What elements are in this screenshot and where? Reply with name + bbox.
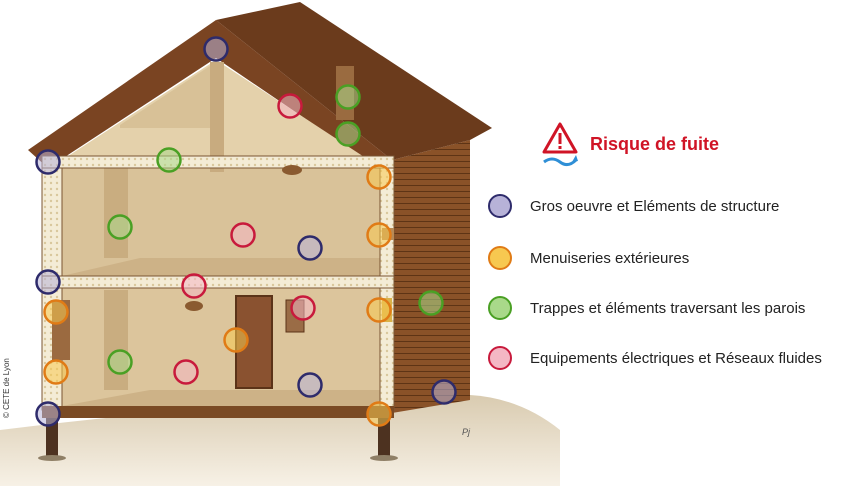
marker-trappes-upper-duct bbox=[107, 214, 133, 240]
marker-structure-left-base bbox=[35, 401, 61, 427]
marker-menuiseries-right-upper bbox=[366, 164, 392, 190]
marker-trappes-ground-duct bbox=[107, 349, 133, 375]
marker-menuiseries-left-window bbox=[43, 299, 69, 325]
attic-floor bbox=[41, 155, 395, 169]
left-post bbox=[46, 418, 58, 456]
marker-equip-attic-light bbox=[277, 93, 303, 119]
legend-dot-equipements bbox=[488, 346, 512, 370]
base-floor bbox=[42, 406, 394, 418]
left-post-base bbox=[38, 455, 66, 461]
chimney-flue bbox=[210, 62, 224, 172]
legend-label-equipements: Equipements électriques et Réseaux fluid… bbox=[530, 350, 822, 367]
upper-floor-surface bbox=[62, 258, 380, 276]
marker-trappes-chimney-roof bbox=[335, 121, 361, 147]
legend-item-trappes: Trappes et éléments traversant les paroi… bbox=[488, 294, 857, 326]
attic-back-wall bbox=[120, 62, 216, 128]
legend-dot-structure bbox=[488, 194, 512, 218]
marker-menuiseries-door bbox=[223, 327, 249, 353]
attic-lamp bbox=[282, 165, 302, 175]
marker-menuiseries-right-base bbox=[366, 401, 392, 427]
ground-floor-surface bbox=[62, 390, 380, 406]
marker-trappes-chimney-top bbox=[335, 84, 361, 110]
artist-signature: Pj bbox=[462, 427, 471, 437]
right-post bbox=[378, 418, 390, 456]
legend-title-row: Risque de fuite bbox=[488, 120, 857, 176]
legend-label-menuiseries: Menuiseries extérieures bbox=[530, 250, 690, 267]
marker-equip-upper-socket bbox=[230, 222, 256, 248]
marker-structure-ridge bbox=[203, 36, 229, 62]
marker-structure-left-floor bbox=[35, 269, 61, 295]
marker-menuiseries-right-mid bbox=[366, 222, 392, 248]
upper-partition bbox=[104, 168, 128, 258]
legend-dot-menuiseries bbox=[488, 246, 512, 270]
ground-lamp bbox=[185, 301, 203, 311]
marker-trappes-wall-vent bbox=[418, 290, 444, 316]
marker-equip-ground-socket bbox=[173, 359, 199, 385]
marker-equip-panel bbox=[290, 295, 316, 321]
marker-structure-right-base bbox=[431, 379, 457, 405]
legend-item-equipements: Equipements électriques et Réseaux fluid… bbox=[488, 344, 857, 376]
legend-title: Risque de fuite bbox=[590, 134, 720, 154]
right-post-base bbox=[370, 455, 398, 461]
ground-partition bbox=[104, 290, 128, 390]
legend-dot-trappes bbox=[488, 296, 512, 320]
marker-trappes-attic-hatch bbox=[156, 147, 182, 173]
legend-label-trappes: Trappes et éléments traversant les paroi… bbox=[530, 300, 806, 317]
warning-icon bbox=[542, 122, 578, 167]
marker-structure-left-eave bbox=[35, 149, 61, 175]
legend-item-structure: Gros oeuvre et Eléments de structure bbox=[488, 192, 857, 224]
legend: Risque de fuite Gros oeuvre et Eléments … bbox=[488, 120, 857, 370]
marker-structure-ground-floor bbox=[297, 372, 323, 398]
legend-item-menuiseries: Menuiseries extérieures bbox=[488, 244, 857, 276]
marker-menuiseries-left-low bbox=[43, 359, 69, 385]
marker-menuiseries-right-window bbox=[366, 297, 392, 323]
marker-equip-ceiling-light bbox=[181, 273, 207, 299]
middle-floor bbox=[41, 275, 395, 289]
side-wall-siding bbox=[392, 140, 470, 413]
copyright-credit: © CETE de Lyon bbox=[2, 358, 11, 418]
marker-structure-upper-floor bbox=[297, 235, 323, 261]
legend-label-structure: Gros oeuvre et Eléments de structure bbox=[530, 198, 780, 215]
